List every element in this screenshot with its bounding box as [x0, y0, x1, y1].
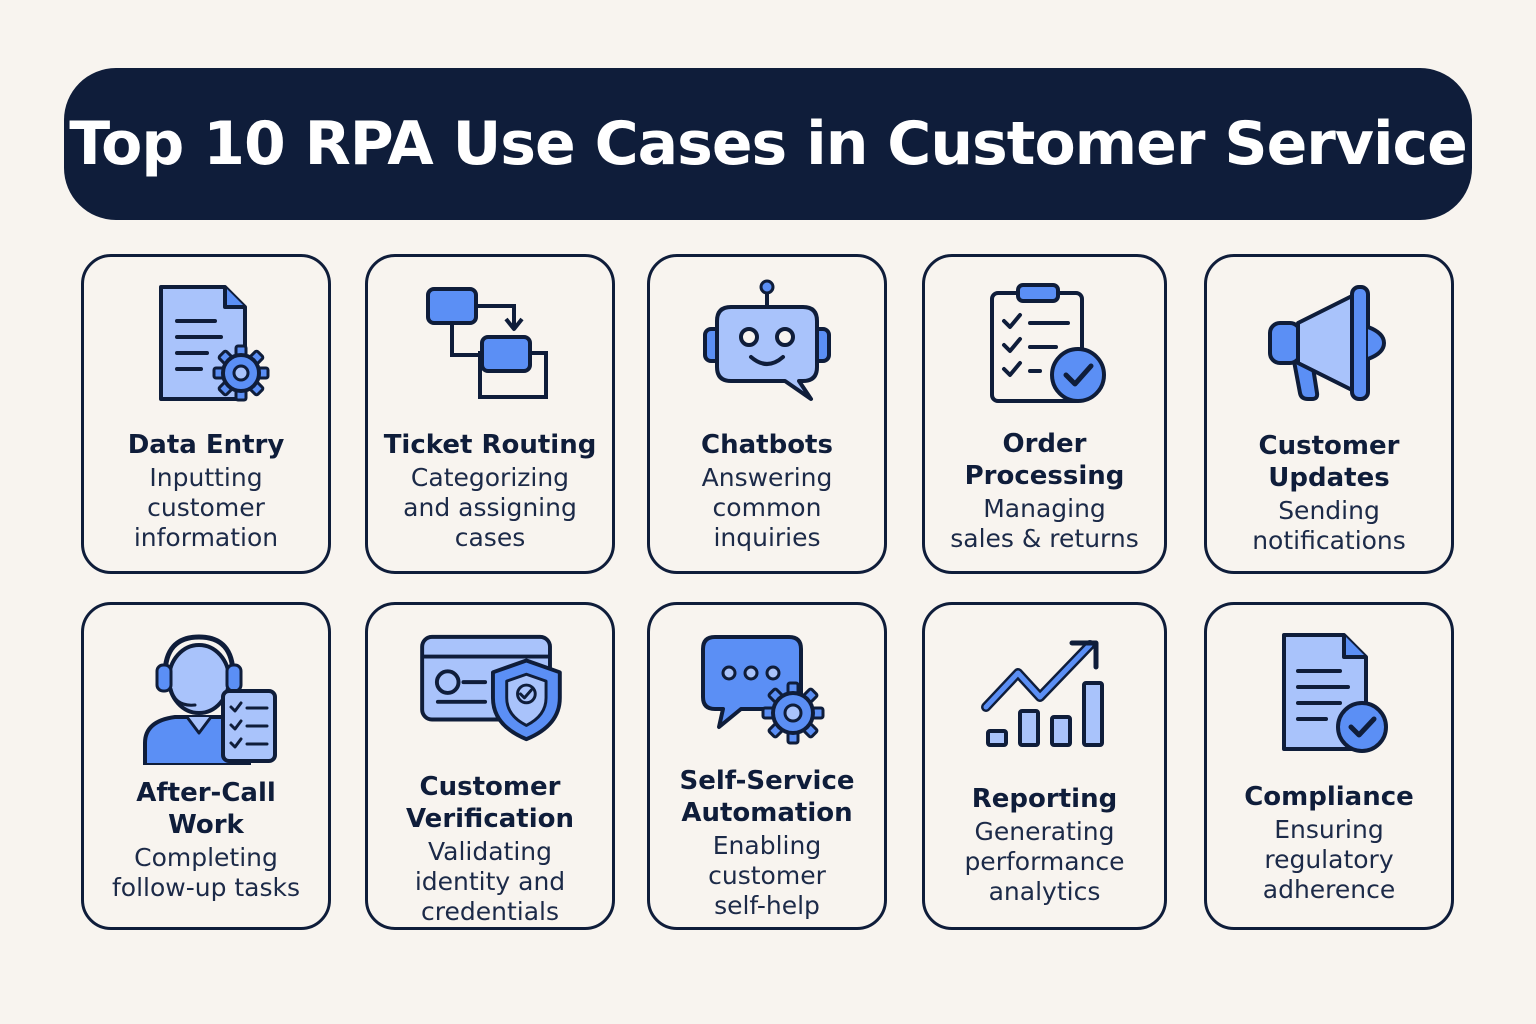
card-data-entry: Data Entry Inputting customer informatio… — [81, 254, 331, 574]
card-customer-verification: Customer Verification Validating identit… — [365, 602, 615, 930]
card-reporting: Reporting Generating performance analyti… — [922, 602, 1167, 930]
card-description: Completing follow-up tasks — [111, 843, 301, 902]
card-chatbots: Chatbots Answering common inquiries — [647, 254, 887, 574]
clipboard-check-icon — [989, 283, 1106, 403]
page-title: Top 10 RPA Use Cases in Customer Service — [69, 109, 1468, 179]
card-order-processing: Order Processing Managing sales & return… — [922, 254, 1167, 574]
document-check-icon — [1282, 633, 1388, 753]
id-card-shield-icon — [420, 634, 562, 742]
flowchart-icon — [426, 287, 548, 399]
card-ticket-routing: Ticket Routing Categorizing and assignin… — [365, 254, 615, 574]
card-title: Ticket Routing — [383, 430, 597, 460]
title-banner: Top 10 RPA Use Cases in Customer Service — [64, 68, 1472, 220]
card-title: Data Entry — [127, 430, 285, 460]
card-description: Ensuring regulatory adherence — [1262, 815, 1396, 904]
card-self-service-automation: Self-Service Automation Enabling custome… — [647, 602, 887, 930]
card-title: Customer Verification — [405, 772, 574, 834]
card-title: Order Processing — [964, 429, 1125, 491]
card-after-call-work: After-Call Work Completing follow-up tas… — [81, 602, 331, 930]
card-customer-updates: Customer Updates Sending notifications — [1204, 254, 1454, 574]
card-description: Categorizing and assigning cases — [403, 463, 577, 552]
megaphone-icon — [1268, 285, 1387, 401]
card-title: Customer Updates — [1258, 431, 1400, 493]
card-description: Enabling customer self-help — [708, 831, 826, 920]
document-gear-icon — [159, 285, 270, 402]
card-title: Compliance — [1244, 782, 1414, 812]
card-title: Chatbots — [701, 430, 833, 460]
card-description: Sending notifications — [1252, 496, 1406, 555]
card-description: Managing sales & returns — [950, 494, 1139, 553]
chat-gear-icon — [701, 635, 825, 745]
card-description: Answering common inquiries — [701, 463, 833, 552]
card-description: Inputting customer information — [133, 463, 279, 552]
agent-headset-icon — [143, 634, 277, 765]
card-compliance: Compliance Ensuring regulatory adherence — [1204, 602, 1454, 930]
growth-chart-icon — [980, 640, 1104, 747]
card-title: Self-Service Automation — [679, 766, 855, 828]
robot-chat-icon — [703, 279, 831, 401]
card-title: Reporting — [971, 784, 1118, 814]
card-description: Validating identity and credentials — [414, 837, 566, 926]
card-title: After-Call Work — [136, 778, 276, 840]
card-description: Generating performance analytics — [964, 817, 1125, 906]
